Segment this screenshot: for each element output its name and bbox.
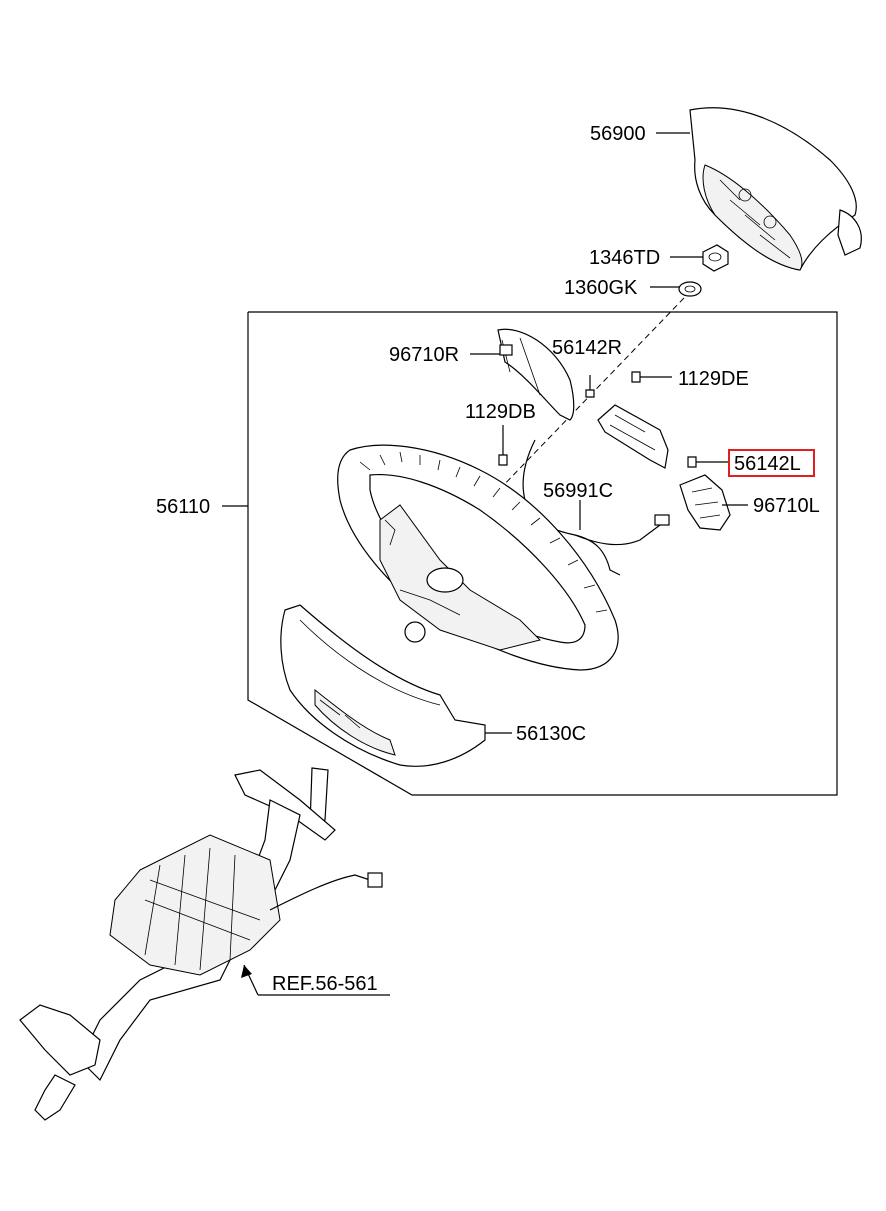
screw-56142l <box>687 456 728 468</box>
label-56900[interactable]: 56900 <box>590 123 646 145</box>
lower-cover-56130c <box>280 604 486 767</box>
label-1129db[interactable]: 1129DB <box>465 401 536 423</box>
screw-56142r <box>585 375 595 398</box>
label-56142r[interactable]: 56142R <box>552 337 622 359</box>
label-56110[interactable]: 56110 <box>156 496 210 518</box>
assembly-frame <box>247 311 838 796</box>
label-1129de[interactable]: 1129DE <box>678 368 749 390</box>
airbag-module <box>689 107 862 271</box>
steering-column <box>19 767 383 1121</box>
switch-96710l <box>679 474 731 531</box>
steering-wheel <box>337 444 619 671</box>
label-56130c[interactable]: 56130C <box>516 723 586 745</box>
nut-1346td <box>702 244 729 272</box>
switch-96710r <box>497 328 575 421</box>
screw-1129db <box>498 425 508 466</box>
center-bracket <box>597 404 669 469</box>
screw-1129de <box>631 371 672 383</box>
label-56991c[interactable]: 56991C <box>543 480 613 502</box>
label-1360gk[interactable]: 1360GK <box>564 277 638 299</box>
label-96710r[interactable]: 96710R <box>389 344 459 366</box>
label-96710l[interactable]: 96710L <box>753 495 820 517</box>
washer-1360gk <box>678 281 702 297</box>
highlight-box <box>728 449 815 477</box>
label-ref-56-561[interactable]: REF.56-561 <box>272 973 378 995</box>
label-1346td[interactable]: 1346TD <box>589 247 660 269</box>
label-56142l[interactable]: 56142L <box>734 453 801 475</box>
